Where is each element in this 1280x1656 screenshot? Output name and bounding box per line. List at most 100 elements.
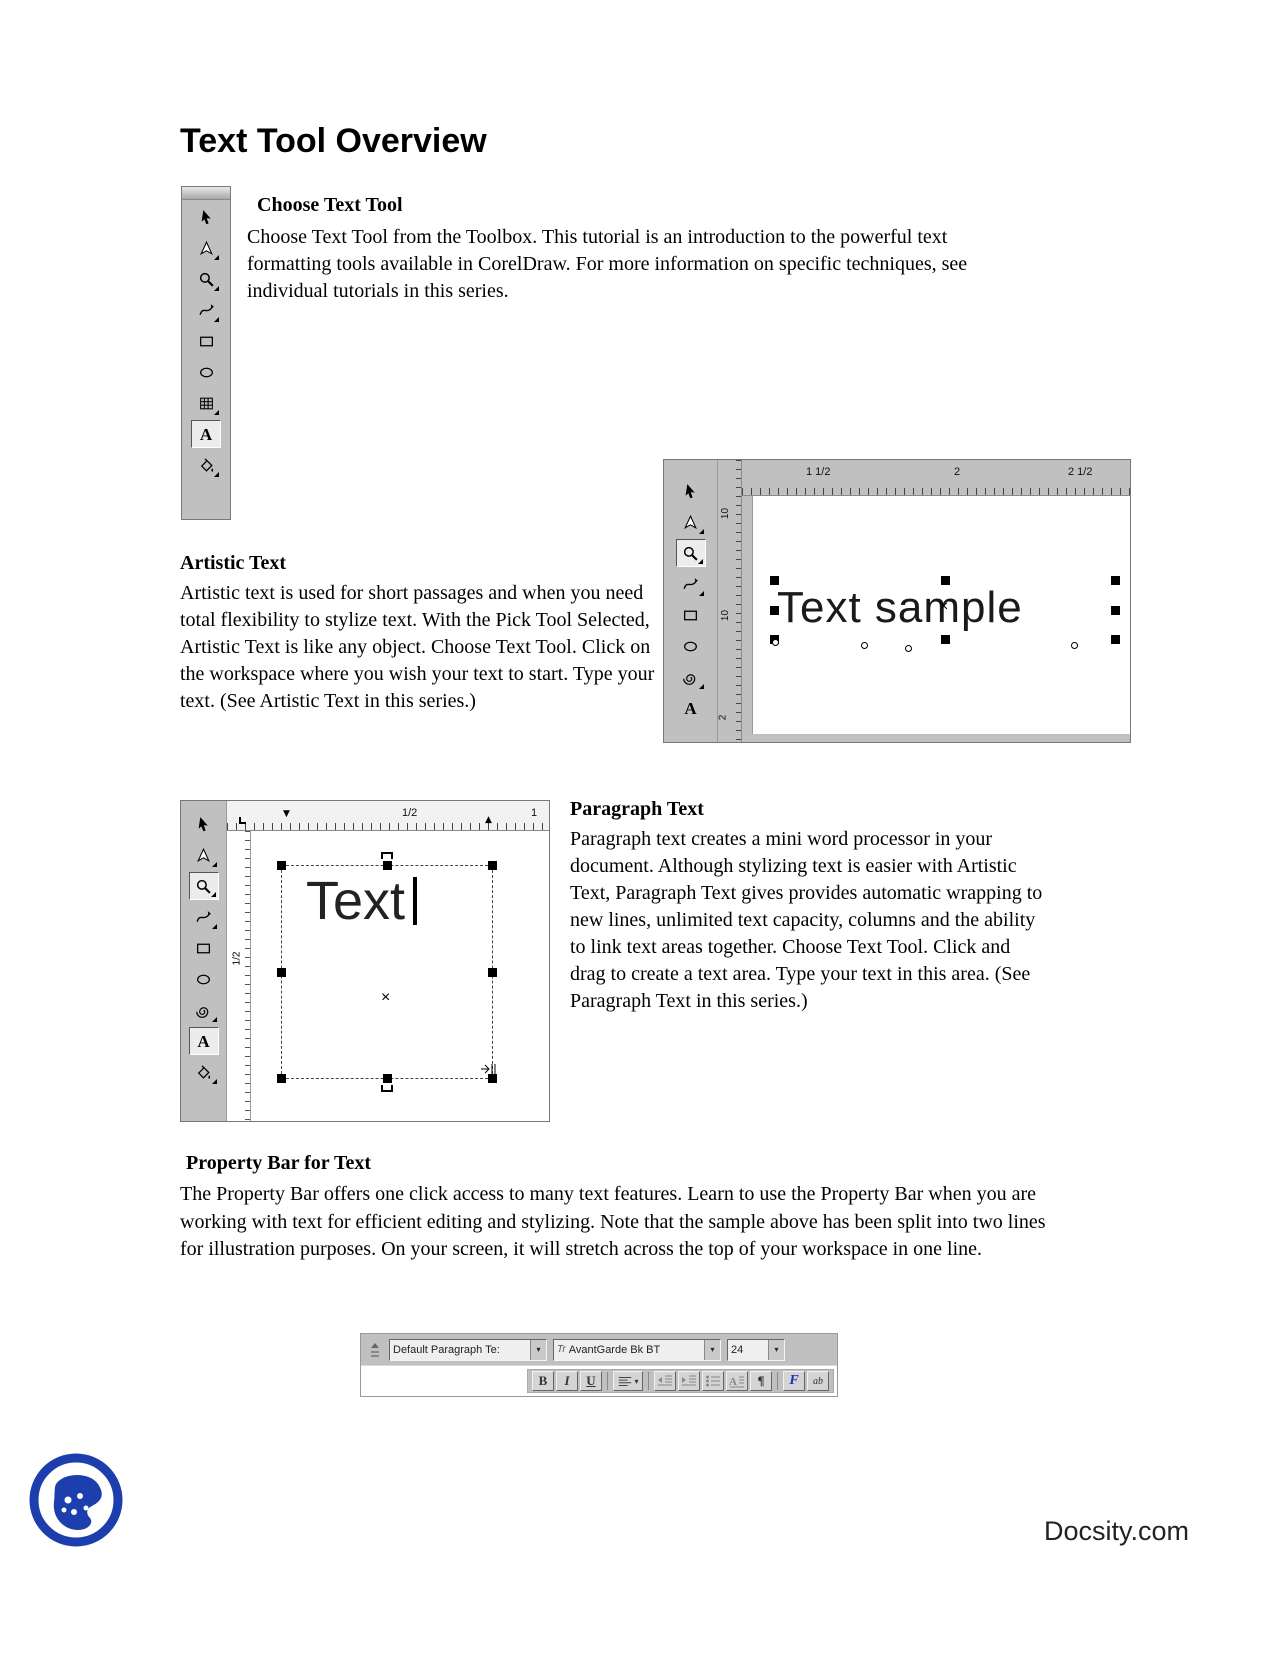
dropdown-arrow-icon[interactable]: ▾ xyxy=(768,1339,784,1360)
zoom-tool-icon[interactable] xyxy=(675,539,706,567)
fill-tool-icon[interactable] xyxy=(191,451,221,479)
selection-handle[interactable] xyxy=(383,861,392,870)
text-tool-icon[interactable]: A xyxy=(188,1027,219,1055)
rectangle-tool-icon[interactable] xyxy=(191,327,221,355)
underline-button[interactable]: U xyxy=(580,1371,602,1391)
paragraph-text-frame[interactable]: Text × xyxy=(277,852,497,1092)
paragraph-text-heading: Paragraph Text xyxy=(570,798,704,820)
graph-paper-tool-icon[interactable] xyxy=(191,389,221,417)
selection-handle[interactable] xyxy=(770,606,779,615)
paragraph-text-screenshot: A ▼ 1/2 ▲ 1 1/2 xyxy=(180,800,550,1122)
text-node[interactable] xyxy=(905,645,912,652)
shape-tool-icon[interactable] xyxy=(191,234,221,262)
vertical-ruler[interactable]: 10 10 2 xyxy=(717,460,742,742)
text-flow-icon[interactable] xyxy=(480,1062,496,1080)
text-node[interactable] xyxy=(861,642,868,649)
shape-tool-icon[interactable] xyxy=(676,508,706,536)
selection-handle[interactable] xyxy=(1111,635,1120,644)
vertical-ruler[interactable]: 1/2 xyxy=(227,831,251,1121)
freehand-tool-icon[interactable] xyxy=(191,296,221,324)
indent-marker[interactable]: ▼ xyxy=(283,809,290,819)
text-tool-icon[interactable]: A xyxy=(684,698,697,718)
selection-handle[interactable] xyxy=(277,1074,286,1083)
selection-handle[interactable] xyxy=(383,1074,392,1083)
ellipse-tool-icon[interactable] xyxy=(676,632,706,660)
toolbox-grip[interactable] xyxy=(182,187,230,200)
drawing-canvas[interactable]: Text sample × xyxy=(752,496,1130,734)
ellipse-tool-icon[interactable] xyxy=(191,358,221,386)
alignment-dropdown[interactable]: ▾ xyxy=(613,1371,643,1391)
selection-handle[interactable] xyxy=(277,968,286,977)
selection-handle[interactable] xyxy=(488,1074,497,1083)
artistic-text-screenshot: A 10 10 2 1 1/2 2 2 1/2 Text sample xyxy=(663,459,1131,743)
rectangle-tool-icon[interactable] xyxy=(189,934,219,962)
artistic-text-selection[interactable]: Text sample × xyxy=(770,576,1120,652)
text-tool-icon[interactable]: A xyxy=(191,420,221,448)
docsity-logo-icon xyxy=(28,1452,124,1548)
spiral-tool-icon[interactable] xyxy=(676,663,706,691)
frame-link-tab-top[interactable] xyxy=(381,852,393,859)
text-style-dropdown[interactable]: Default Paragraph Te: ▾ xyxy=(389,1338,547,1361)
brand-text: Docsity.com xyxy=(1044,1516,1190,1546)
spiral-tool-icon[interactable] xyxy=(189,996,219,1024)
ruler-label: 1/2 xyxy=(231,951,243,966)
selection-handle[interactable] xyxy=(941,635,950,644)
format-text-button[interactable]: F xyxy=(783,1371,805,1391)
choose-text-tool-body: Choose Text Tool from the Toolbox. This … xyxy=(247,226,968,302)
pick-tool-icon[interactable] xyxy=(191,203,221,231)
indent-decrease-button[interactable] xyxy=(654,1371,676,1391)
freehand-tool-icon[interactable] xyxy=(676,570,706,598)
edit-text-button[interactable]: ab xyxy=(807,1371,829,1391)
property-bar-screenshot: Default Paragraph Te: ▾ Tr AvantGarde Bk… xyxy=(360,1333,838,1397)
drawing-canvas[interactable]: Text × xyxy=(251,831,549,1121)
dropdown-arrow-icon[interactable]: ▾ xyxy=(530,1339,546,1360)
artistic-text-body: Artistic text is used for short passages… xyxy=(180,582,655,712)
frame-link-tab-bottom[interactable] xyxy=(381,1085,393,1092)
property-bar-body: The Property Bar offers one click access… xyxy=(180,1183,1046,1260)
selection-handle[interactable] xyxy=(1111,606,1120,615)
zoom-tool-icon[interactable] xyxy=(191,265,221,293)
selection-handle[interactable] xyxy=(770,576,779,585)
tab-stop-marker[interactable] xyxy=(239,817,246,824)
bold-button[interactable]: B xyxy=(532,1371,554,1391)
bullet-list-button[interactable] xyxy=(702,1371,724,1391)
property-bar-heading: Property Bar for Text xyxy=(186,1152,371,1174)
toolbox-tools: A xyxy=(182,203,230,479)
show-formatting-button[interactable]: ¶ xyxy=(750,1371,772,1391)
horizontal-ruler[interactable]: 1 1/2 2 2 1/2 xyxy=(742,460,1130,496)
paragraph-text-object[interactable]: Text xyxy=(306,871,406,931)
selection-handle[interactable] xyxy=(941,576,950,585)
indent-marker[interactable]: ▲ xyxy=(485,815,492,825)
font-value: AvantGarde Bk BT xyxy=(568,1343,661,1356)
shape-tool-icon[interactable] xyxy=(189,841,219,869)
indent-increase-button[interactable] xyxy=(678,1371,700,1391)
horizontal-ruler[interactable]: ▼ 1/2 ▲ 1 xyxy=(227,801,549,831)
ruler-label: 10 xyxy=(720,507,732,520)
text-node[interactable] xyxy=(772,639,779,646)
font-size-value: 24 xyxy=(731,1343,744,1356)
ellipse-tool-icon[interactable] xyxy=(189,965,219,993)
fill-tool-icon[interactable] xyxy=(189,1058,219,1086)
dropdown-arrow-icon[interactable]: ▾ xyxy=(704,1339,720,1360)
property-bar-handle-icon[interactable] xyxy=(367,1339,383,1361)
artistic-text-object[interactable]: Text sample xyxy=(777,583,1023,632)
font-dropdown[interactable]: Tr AvantGarde Bk BT ▾ xyxy=(553,1338,721,1361)
italic-button[interactable]: I xyxy=(556,1371,578,1391)
freehand-tool-icon[interactable] xyxy=(189,903,219,931)
drop-cap-button[interactable]: A xyxy=(726,1371,748,1391)
font-size-dropdown[interactable]: 24 ▾ xyxy=(727,1338,785,1361)
selection-handle[interactable] xyxy=(488,968,497,977)
truetype-icon: Tr xyxy=(557,1344,566,1355)
pick-tool-icon[interactable] xyxy=(676,477,706,505)
selection-handle[interactable] xyxy=(1111,576,1120,585)
selection-handle[interactable] xyxy=(488,861,497,870)
zoom-tool-icon[interactable] xyxy=(188,872,219,900)
ruler-label: 2 xyxy=(717,714,729,721)
text-node[interactable] xyxy=(1071,642,1078,649)
separator xyxy=(607,1372,608,1390)
pick-tool-icon[interactable] xyxy=(189,810,219,838)
rectangle-tool-icon[interactable] xyxy=(676,601,706,629)
selection-handle[interactable] xyxy=(277,861,286,870)
